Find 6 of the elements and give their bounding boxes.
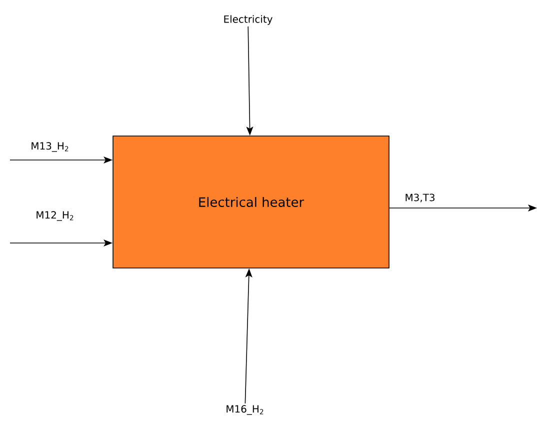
process-box: Electrical heater (112, 136, 390, 268)
edge-label: M3,T3 (404, 192, 436, 204)
node-label: Electricity (224, 15, 272, 25)
edge-label: M12_H$_{2}$ (34, 210, 76, 222)
node-label: M16_H$_{2}$ (226, 405, 264, 415)
edge-label: M13_H$_{2}$ (30, 141, 70, 153)
